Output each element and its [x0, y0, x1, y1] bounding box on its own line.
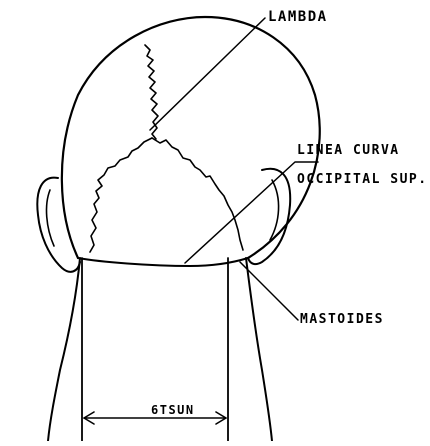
right-ear	[248, 169, 290, 264]
neck-right	[246, 258, 272, 441]
lambda-leader	[150, 18, 265, 130]
right-ear-inner	[270, 180, 279, 240]
lambdoid-suture-right	[152, 138, 243, 250]
occipital-sup-label: OCCIPITAL SUP.	[297, 172, 428, 187]
neck-left	[48, 258, 80, 441]
lambda-label: LAMBDA	[268, 9, 328, 25]
mastoides-label: MASTOIDES	[300, 312, 384, 327]
mastoides-leader	[240, 262, 298, 320]
skull-outline	[62, 17, 320, 258]
left-ear-inner	[47, 190, 54, 246]
skull-base	[78, 258, 248, 266]
linea-curva-label: LINEA CURVA	[297, 143, 400, 158]
left-ear	[37, 178, 80, 272]
measurement-label: 6TSUN	[151, 403, 195, 417]
lambdoid-suture-left	[90, 138, 152, 252]
